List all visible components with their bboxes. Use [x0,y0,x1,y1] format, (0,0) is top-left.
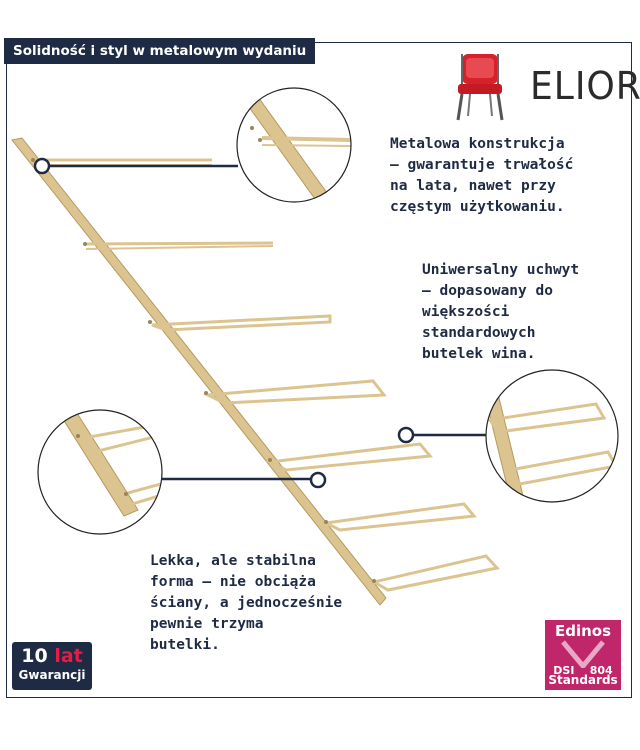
callout-bottom: Lekka, ale stabilna forma – nie obciąża … [150,553,343,653]
rack-screws [31,158,376,583]
brand-logo: ELIOR [530,64,640,108]
shelf-1 [34,158,212,166]
content-frame [6,42,632,698]
chair-icon [456,54,504,121]
certification-label: Standards [548,673,618,687]
checkmark-icon [561,640,605,670]
shelf-2 [85,241,274,250]
warranty-years: 10 lat [21,645,83,667]
certification-code: DSI 804 [553,664,613,677]
zoom-circle-right [486,393,618,502]
page-title: Solidność i styl w metalowym wydaniu [4,38,316,64]
certification-badge: Edinos DSI 804 Standards [545,620,621,690]
zoom-circle-top [243,93,351,202]
pointer-dot [33,157,51,175]
certification-name: Edinos [554,622,612,640]
shelf-6 [320,502,477,532]
callout-middle: Uniwersalny uchwyt – dopasowany do więks… [422,262,580,362]
warranty-badge: 10 lat Gwarancji [12,642,92,690]
pointer-dot [397,426,415,444]
shelf-4 [202,379,387,405]
callout-pointers [33,157,486,489]
rack-rail [11,137,387,606]
shelf-7 [369,554,500,592]
shelf-3 [151,314,332,332]
rack-shelves [34,158,500,592]
warranty-label: Gwarancji [18,668,86,682]
pointer-dot [309,471,327,489]
zoom-circle-left [55,410,162,517]
callout-top: Metalowa konstrukcja – gwarantuje trwało… [390,136,574,215]
shelf-5 [264,442,433,472]
